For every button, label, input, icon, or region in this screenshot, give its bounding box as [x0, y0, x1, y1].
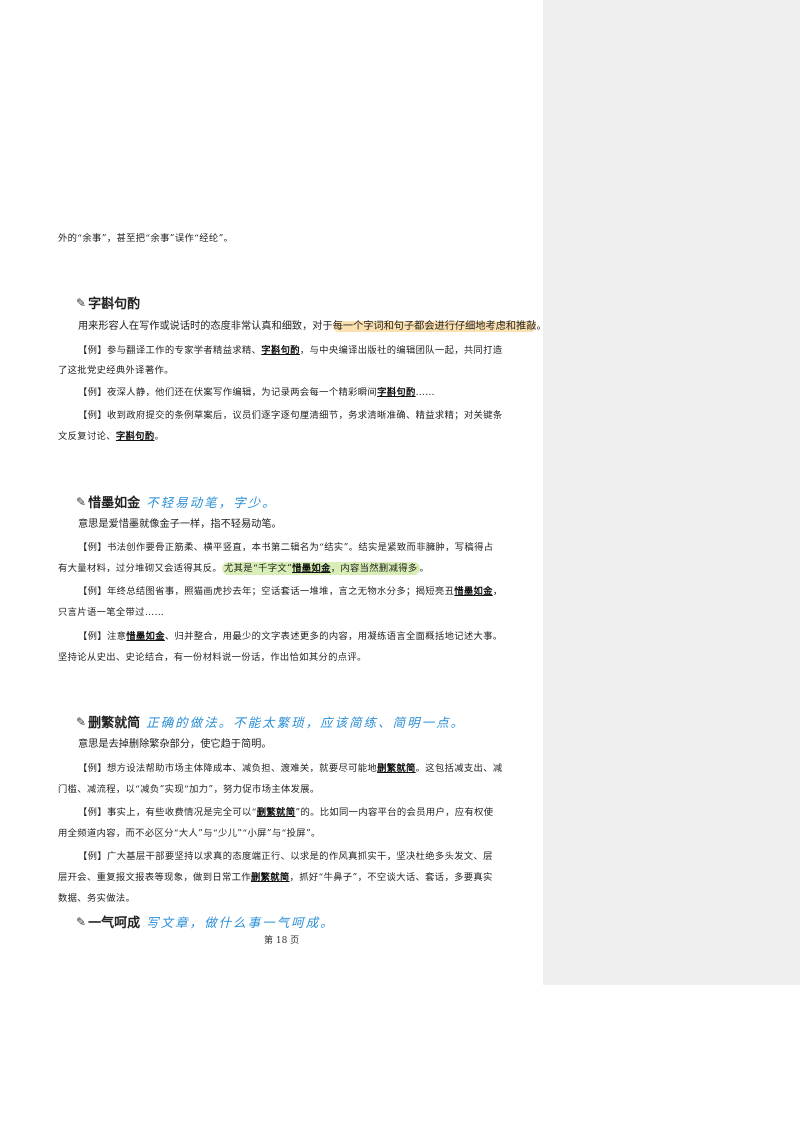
example-text: 。这包括减支出、减 — [415, 763, 503, 774]
example-text: ， — [492, 586, 503, 597]
highlighted-phrase: 每一个字词和句子都会进行仔细地考虑和推敲 — [332, 321, 537, 332]
meaning-text: 。 — [536, 321, 547, 332]
example-text: 。 — [419, 563, 430, 574]
meaning-text: 用来形容人在写作或说话时的态度非常认真和细致，对于 — [78, 321, 333, 332]
example-text: 文反复讨论、 — [58, 431, 116, 442]
example-line: 【例】夜深人静，他们还在伏案写作编辑，为记录两会每一个精彩瞬间字斟句酌…… — [78, 386, 435, 400]
example-line: 【例】注意惜墨如金、归并整合，用最少的文字表述更多的内容，用凝练语言全面概括地记… — [78, 630, 503, 644]
pen-icon: ✎ — [76, 295, 87, 310]
pen-icon: ✎ — [76, 914, 87, 929]
section-meaning: 用来形容人在写作或说话时的态度非常认真和细致，对于每一个字词和句子都会进行仔细地… — [78, 320, 547, 334]
example-text: 【例】夜深人静，他们还在伏案写作编辑，为记录两会每一个精彩瞬间 — [78, 387, 378, 398]
example-line: 【例】想方设法帮助市场主体降成本、减负担、渡难关，就要尽可能地删繁就简。这包括减… — [78, 762, 502, 776]
keyword: 惜墨如金 — [454, 586, 493, 597]
example-text: 【例】事实上，有些收费情况是完全可以“ — [78, 807, 257, 818]
example-text: 【例】想方设法帮助市场主体降成本、减负担、渡难关，就要尽可能地 — [78, 763, 378, 774]
example-line: 门槛、减流程，以“减负”实现“加力”，努力促市场主体发展。 — [58, 784, 320, 795]
example-line: 【例】参与翻译工作的专家学者精益求精、字斟句酌，与中央编译出版社的编辑团队一起，… — [78, 344, 502, 358]
keyword: 删繁就简 — [250, 872, 290, 883]
example-line: 【例】事实上，有些收费情况是完全可以“删繁就简”的。比如同一内容平台的会员用户，… — [78, 806, 493, 820]
example-text: …… — [415, 387, 435, 398]
example-line: 层开会、重复报文报表等现象，做到日常工作删繁就简，抓好“牛鼻子”，不空谈大话、套… — [58, 871, 493, 885]
example-line: 了这批党史经典外译著作。 — [58, 365, 174, 376]
intro-line: 外的“余事”，甚至把“余事”误作“经纶”。 — [58, 233, 234, 244]
handwritten-note: 正确的做法。不能太繁琐，应该简练、简明一点。 — [146, 715, 466, 730]
highlighted-phrase: 尤其是“千字文”惜墨如金，内容当然删减得多 — [222, 562, 420, 575]
keyword: 字斟句酌 — [115, 431, 155, 442]
example-text: ，内容当然删减得多 — [330, 563, 418, 574]
keyword: 惜墨如金 — [126, 631, 165, 642]
example-line: 【例】书法创作要骨正筋柔、横平竖直，本书第二辑名为“结实”。结实是紧致而非臃肿，… — [78, 542, 494, 553]
pen-icon: ✎ — [76, 494, 87, 509]
example-line: 【例】年终总结图省事，照猫画虎抄去年；空话套话一堆堆，言之无物水分多；揭短亮丑惜… — [78, 585, 502, 599]
example-line: 坚持论从史出、史论结合，有一份材料说一份话，作出恰如其分的点评。 — [58, 652, 367, 663]
handwritten-note: 不轻易动笔，字少。 — [146, 495, 277, 510]
example-line: 用全频道内容，而不必区分“大人”与“少儿”“小屏”与“投屏”。 — [58, 828, 321, 839]
example-text: 。 — [154, 431, 165, 442]
keyword: 删繁就简 — [377, 763, 416, 774]
comment-margin-pane — [543, 0, 800, 985]
example-text: 、归并整合，用最少的文字表述更多的内容，用凝练语言全面概括地记述大事。 — [164, 631, 503, 642]
section-heading-yiqihecheng: ✎ 一气呵成 写文章，做什么事一气呵成。 — [76, 912, 335, 932]
example-line: 【例】收到政府提交的条例草案后，议员们逐字逐句厘清细节，务求清晰准确、精益求精；… — [78, 410, 503, 421]
keyword: 字斟句酌 — [261, 345, 300, 356]
example-text: 层开会、重复报文报表等现象，做到日常工作 — [58, 872, 251, 883]
section-title: 一气呵成 — [88, 916, 141, 931]
example-text: 有大量材料，过分堆砌又会适得其反。 — [58, 563, 222, 574]
example-text: ，抓好“牛鼻子”，不空谈大话、套话，多要真实 — [289, 872, 493, 883]
keyword: 字斟句酌 — [377, 387, 416, 398]
example-line: 文反复讨论、字斟句酌。 — [58, 430, 164, 444]
example-text: ，与中央编译出版社的编辑团队一起，共同打造 — [299, 345, 503, 356]
keyword: 删繁就简 — [256, 807, 296, 818]
example-line: 只言片语一笔全带过…… — [58, 607, 165, 618]
section-title: 惜墨如金 — [88, 496, 141, 511]
document-page: 外的“余事”，甚至把“余事”误作“经纶”。 ✎ 字斟句酌 用来形容人在写作或说话… — [58, 0, 547, 1132]
page-number: 第 18 页 — [264, 936, 300, 946]
example-line: 数据、务实做法。 — [58, 893, 136, 904]
section-meaning: 意思是去掉删除繁杂部分，使它趋于简明。 — [78, 739, 272, 750]
example-text: 【例】参与翻译工作的专家学者精益求精、 — [78, 345, 262, 356]
section-heading-zizhenjuzhuo: ✎ 字斟句酌 — [76, 293, 141, 313]
keyword: 惜墨如金 — [292, 563, 331, 574]
example-text: 【例】注意 — [78, 631, 127, 642]
section-title: 删繁就简 — [88, 716, 141, 731]
example-line: 有大量材料，过分堆砌又会适得其反。尤其是“千字文”惜墨如金，内容当然删减得多。 — [58, 562, 429, 576]
example-text: ”的。比如同一内容平台的会员用户，应有权使 — [295, 807, 494, 818]
section-meaning: 意思是爱惜墨就像金子一样，指不轻易动笔。 — [78, 519, 282, 530]
example-line: 【例】广大基层干部要坚持以求真的态度端正行、以求是的作风真抓实干，坚决杜绝多头发… — [78, 851, 493, 862]
section-title: 字斟句酌 — [88, 297, 141, 312]
example-text: 【例】年终总结图省事，照猫画虎抄去年；空话套话一堆堆，言之无物水分多；揭短亮丑 — [78, 586, 455, 597]
section-heading-ximorujin: ✎ 惜墨如金 不轻易动笔，字少。 — [76, 492, 277, 512]
example-text: 尤其是“千字文” — [224, 563, 293, 574]
handwritten-note: 写文章，做什么事一气呵成。 — [146, 915, 335, 930]
section-heading-shanfanjiujian: ✎ 删繁就简 正确的做法。不能太繁琐，应该简练、简明一点。 — [76, 712, 466, 732]
pen-icon: ✎ — [76, 714, 87, 729]
